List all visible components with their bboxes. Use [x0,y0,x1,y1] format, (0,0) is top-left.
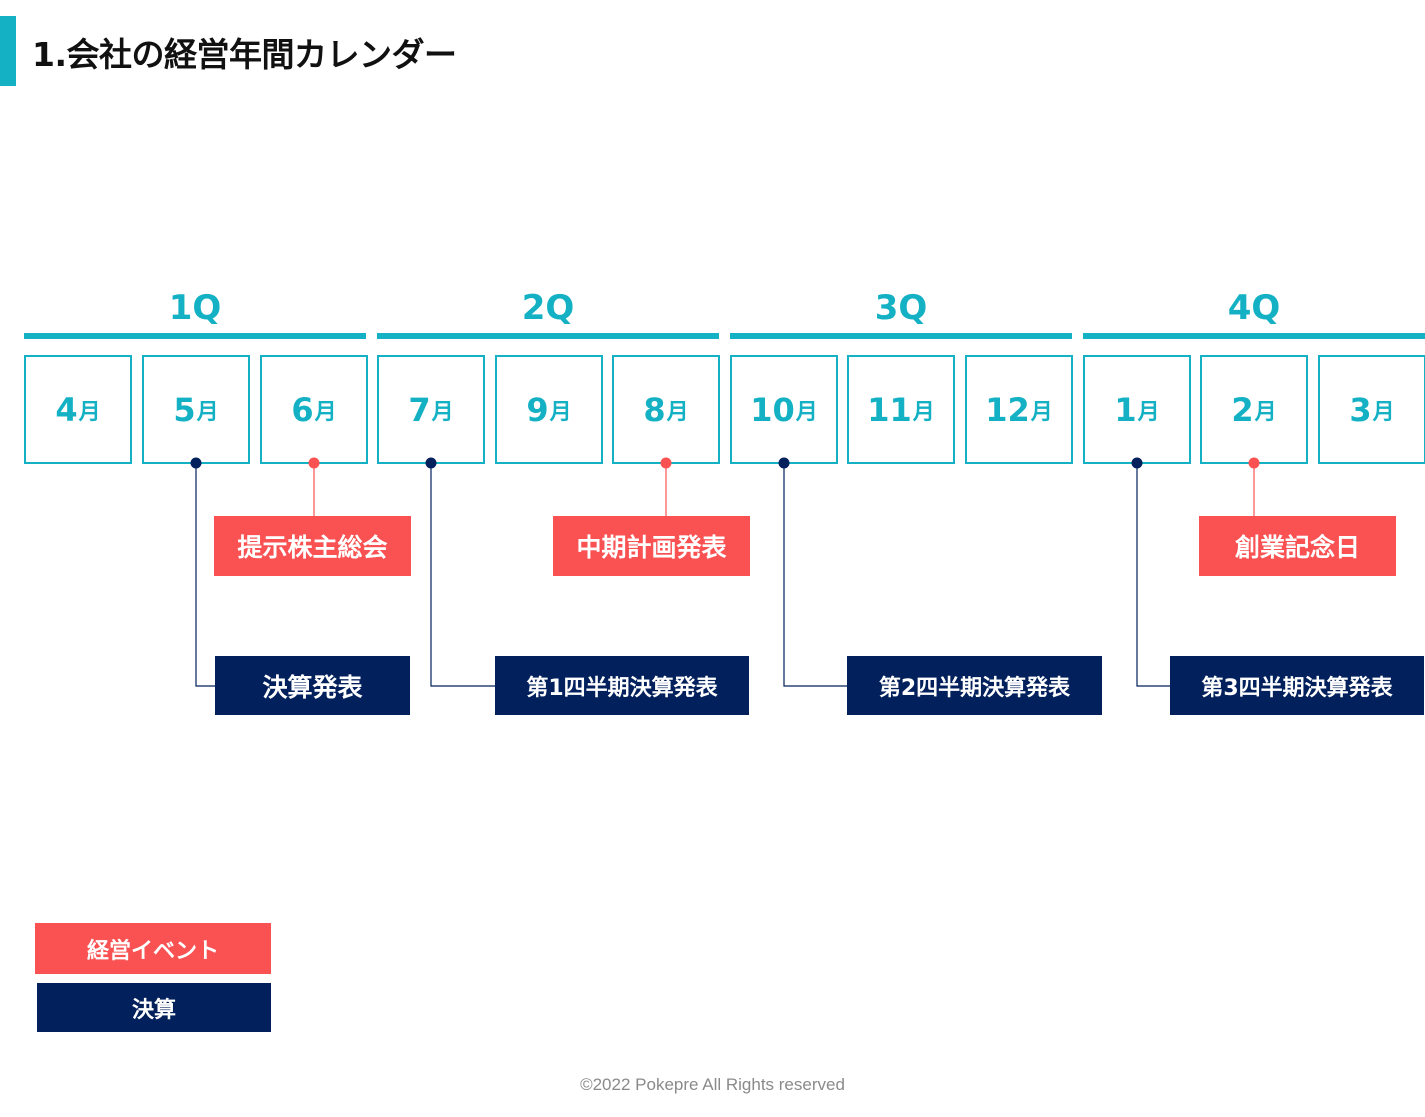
legend-financial: 決算 [37,983,271,1032]
month-unit: 月 [795,399,818,425]
quarter-bar-4q [1083,333,1425,339]
month-unit: 月 [196,399,219,425]
month-number: 5 [173,390,196,429]
month-unit: 月 [1254,399,1277,425]
month-unit: 月 [912,399,935,425]
month-unit: 月 [549,399,572,425]
quarter-bar-2q [377,333,719,339]
month-unit: 月 [666,399,689,425]
month-number: 11 [867,390,912,429]
event-financial: 第1四半期決算発表 [495,656,749,715]
event-management: 提示株主総会 [214,516,411,576]
title-accent-bar [0,16,16,86]
footer-copyright: ©2022 Pokepre All Rights reserved [580,1075,845,1094]
quarter-bar-1q [24,333,366,339]
connector-line-financial [430,463,495,687]
event-management: 中期計画発表 [553,516,750,576]
month-number: 1 [1114,390,1137,429]
quarter-label-2q: 2Q [521,288,575,328]
month-number: 10 [750,390,795,429]
connector-line-financial [1136,463,1170,687]
month-number: 9 [526,390,549,429]
month-number: 8 [643,390,666,429]
event-management: 創業記念日 [1199,516,1396,576]
month-unit: 月 [431,399,454,425]
month-unit: 月 [78,399,101,425]
month-unit: 月 [314,399,337,425]
quarter-label-3q: 3Q [874,288,928,328]
quarter-bar-3q [730,333,1072,339]
month-unit: 月 [1030,399,1053,425]
month-number: 2 [1231,390,1254,429]
quarter-label-1q: 1Q [168,288,222,328]
event-financial: 決算発表 [215,656,410,715]
month-number: 7 [408,390,431,429]
month-number: 4 [55,390,78,429]
month-unit: 月 [1372,399,1395,425]
event-financial: 第2四半期決算発表 [847,656,1102,715]
connector-line-financial [783,463,847,687]
month-number: 3 [1349,390,1372,429]
connector-line-financial [195,463,215,687]
month-unit: 月 [1137,399,1160,425]
month-number: 12 [985,390,1030,429]
quarter-label-4q: 4Q [1227,288,1281,328]
month-number: 6 [291,390,314,429]
event-financial: 第3四半期決算発表 [1170,656,1424,715]
page-title: 1.会社の経営年間カレンダー [32,35,457,74]
legend-management-event: 経営イベント [35,923,271,974]
